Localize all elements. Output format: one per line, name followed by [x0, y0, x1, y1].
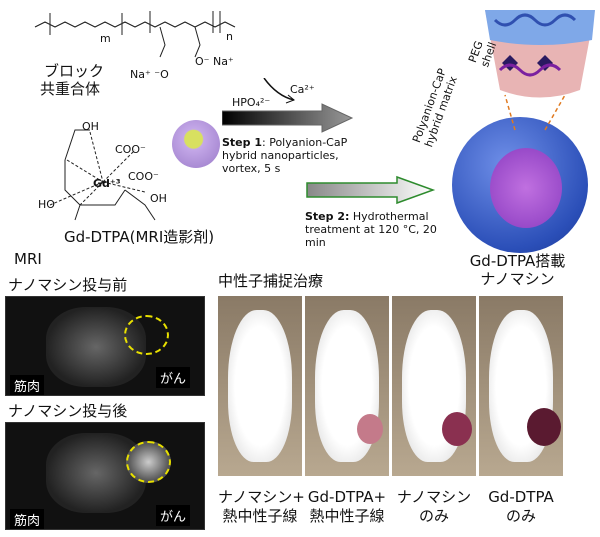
step2-desc: Hydrothermal treatment at 120 °C, 20 min: [305, 210, 437, 249]
group-2-label-1: Gd-DTPA+: [307, 488, 387, 506]
group-2-label-2: 熱中性子線: [309, 507, 385, 525]
muscle-label-2: 筋肉: [10, 509, 45, 529]
group-4-label-1: Gd-DTPA: [488, 488, 554, 506]
mri-before-label: ナノマシン投与前: [8, 276, 128, 294]
step2-arrow: [306, 175, 436, 205]
group-3-label-2: のみ: [418, 507, 449, 525]
m-subscript: m: [100, 32, 111, 45]
nct-title: 中性子捕捉治療: [218, 272, 324, 290]
ho-label: HO: [38, 198, 55, 211]
step1-text: Step 1: Polyanion-CaP hybrid nanoparticl…: [222, 136, 357, 175]
gd-dtpa-label: Gd-DTPA(MRI造影剤): [64, 228, 215, 246]
nanomachine-core: [490, 148, 562, 228]
oh-1: OH: [82, 120, 99, 133]
nanoparticle-icon: [172, 120, 220, 168]
shell-zoom-inset: [485, 10, 595, 131]
step1-bold: Step 1: [222, 136, 262, 149]
ca-label: Ca²⁺: [290, 83, 315, 96]
oh-2: OH: [150, 192, 167, 205]
group-3-label-1: ナノマシン: [396, 488, 472, 506]
na-label-1: Na⁺ ⁻O: [130, 68, 169, 81]
group-4-label-2: のみ: [505, 507, 536, 525]
copolymer-label-1: ブロック: [44, 62, 105, 80]
nanomachine-label-2: ナノマシン: [480, 270, 555, 288]
gd-ion: Gd⁺³: [93, 177, 121, 190]
mouse-photo-3: [392, 296, 476, 476]
mouse-photo-4: [479, 296, 563, 476]
mri-after-label: ナノマシン投与後: [8, 402, 128, 420]
step2-bold: Step 2:: [305, 210, 350, 223]
matrix-label: Polyanion-CaP hybrid matrix: [410, 66, 460, 149]
group-1-label-2: 熱中性子線: [222, 507, 298, 525]
group-1-label-1: ナノマシン+: [218, 488, 305, 506]
na-label-2: O⁻ Na⁺: [195, 55, 234, 68]
mouse-photo-1: [218, 296, 302, 476]
copolymer-label-2: 共重合体: [40, 80, 101, 98]
n-subscript: n: [226, 30, 233, 43]
cancer-label-2: がん: [156, 505, 191, 526]
mri-title: MRI: [14, 250, 42, 268]
mri-image-before: 筋肉 がん: [5, 296, 205, 396]
coo-2: COO⁻: [128, 170, 159, 183]
coo-1: COO⁻: [115, 143, 146, 156]
mri-image-after: 筋肉 がん: [5, 422, 205, 530]
hpo4-label: HPO₄²⁻: [232, 96, 271, 109]
step2-text: Step 2: Hydrothermal treatment at 120 °C…: [305, 210, 453, 249]
cancer-label-1: がん: [156, 367, 191, 388]
nanomachine-label-1: Gd-DTPA搭載: [469, 252, 566, 270]
gd-dtpa-structure: [49, 129, 156, 221]
block-copolymer-structure: [34, 11, 236, 58]
step1-arrow: [222, 78, 354, 133]
muscle-label-1: 筋肉: [10, 375, 45, 395]
mouse-photo-2: [305, 296, 389, 476]
step1-desc: : Polyanion-CaP hybrid nanoparticles, vo…: [222, 136, 348, 175]
